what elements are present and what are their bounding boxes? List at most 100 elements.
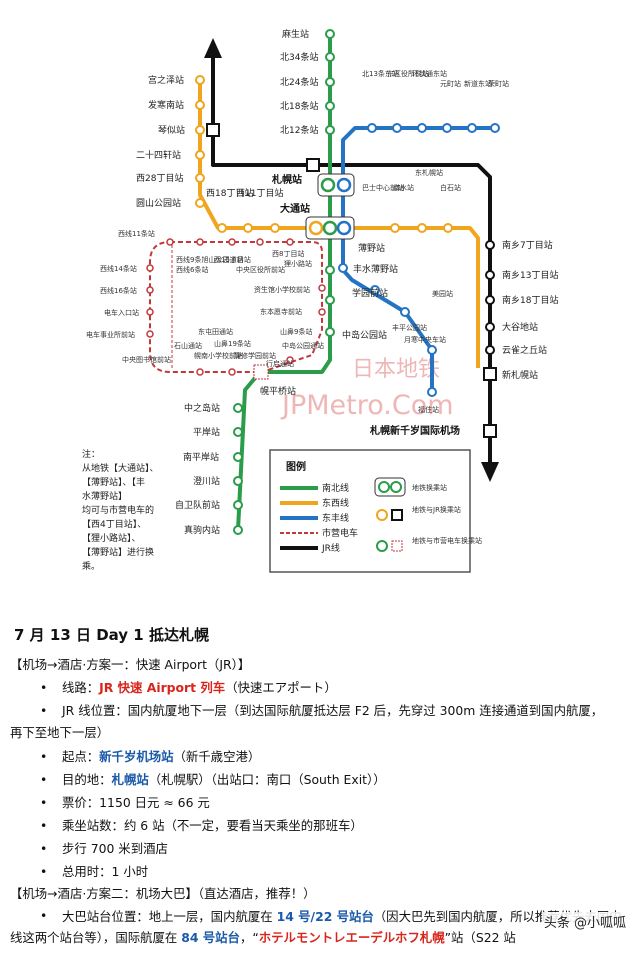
- bus-stop-line: 大巴站台位置：地上一层，国内航厦在 14 号/22 号站台（因大巴先到国内航厦，…: [10, 909, 622, 945]
- svg-text:自卫队前站: 自卫队前站: [175, 499, 220, 511]
- svg-text:北34条站: 北34条站: [280, 51, 318, 63]
- author-credit: 头条 @小呱呱: [541, 912, 628, 931]
- toho-labels: 北13条东站 东区役所前站 环状通东站 元町站 新道东站 荣町站 巴士中心前站 …: [352, 69, 509, 414]
- namboku-stations: [233, 29, 335, 535]
- day-title: 7 月 13 日 Day 1 抵达札幌: [14, 626, 209, 644]
- svg-text:平岸站: 平岸站: [193, 426, 220, 438]
- route-line: 线路：JR 快速 Airport 列车（快速エアポート）: [62, 680, 337, 695]
- svg-text:注：: 注：: [82, 448, 100, 460]
- namboku-labels: 麻生站 北34条站 北24条站 北18条站 北12条站 中之岛站 平岸站 南平岸…: [175, 28, 387, 536]
- svg-text:东屯田通站: 东屯田通站: [198, 327, 233, 336]
- svg-text:札幌新千岁国际机场: 札幌新千岁国际机场: [369, 424, 460, 437]
- svg-text:白石站: 白石站: [440, 183, 461, 192]
- svg-text:中央区役所前站: 中央区役所前站: [236, 265, 285, 274]
- svg-text:市营电车: 市营电车: [322, 527, 358, 539]
- svg-text:北18条站: 北18条站: [280, 100, 318, 112]
- bullet: •: [40, 772, 48, 787]
- svg-text:宫之泽站: 宫之泽站: [148, 74, 184, 86]
- jr-location-cont: 再下至地下一层）: [10, 725, 110, 740]
- svg-text:西线16条站: 西线16条站: [100, 286, 137, 295]
- svg-text:元町站: 元町站: [440, 79, 461, 88]
- svg-text:薄野站: 薄野站: [358, 242, 385, 254]
- svg-text:发寒南站: 发寒南站: [148, 99, 184, 111]
- svg-text:大通站: 大通站: [280, 202, 310, 215]
- svg-text:新道东站: 新道东站: [464, 79, 492, 88]
- bullet: •: [40, 864, 48, 879]
- svg-text:【西4丁目站】、: 【西4丁目站】、: [82, 518, 146, 530]
- svg-text:从地铁【大通站】、: 从地铁【大通站】、: [82, 462, 159, 474]
- svg-text:中之岛站: 中之岛站: [184, 402, 220, 414]
- bullet: •: [40, 841, 48, 856]
- bullet: •: [40, 749, 48, 764]
- svg-text:荣町站: 荣町站: [488, 79, 509, 88]
- svg-text:琴似站: 琴似站: [158, 124, 185, 136]
- svg-text:资生馆小学校前站: 资生馆小学校前站: [254, 285, 310, 294]
- jr-arrow-north: [204, 38, 222, 58]
- svg-text:地铁与市营电车换乘站: 地铁与市营电车换乘站: [412, 536, 482, 545]
- svg-text:石山通站: 石山通站: [174, 341, 202, 350]
- watermark-en: JPMetro.Com: [280, 390, 454, 421]
- svg-text:学园前站: 学园前站: [352, 287, 388, 299]
- svg-text:北24条站: 北24条站: [280, 76, 318, 88]
- toho-line: [341, 126, 495, 392]
- svg-text:福住站: 福住站: [418, 405, 439, 414]
- svg-text:南乡13丁目站: 南乡13丁目站: [502, 269, 558, 281]
- svg-text:巴士中心前站: 巴士中心前站: [362, 183, 404, 192]
- svg-text:东西线: 东西线: [322, 497, 349, 509]
- bullet: •: [40, 795, 48, 810]
- svg-text:电车入口站: 电车入口站: [104, 308, 139, 317]
- bullet: •: [40, 818, 48, 833]
- jr-labels: 南乡7丁目站 南乡13丁目站 南乡18丁目站 大谷地站 云雀之丘站 新札幌站 札…: [369, 239, 558, 437]
- svg-text:西线14条站: 西线14条站: [100, 264, 137, 273]
- jr-location: JR 线位置：国内航厦地下一层（到达国际航厦抵达层 F2 后，先穿过 300m …: [62, 703, 604, 718]
- svg-text:大谷地站: 大谷地站: [502, 321, 538, 333]
- svg-text:西8丁目站: 西8丁目站: [272, 249, 304, 258]
- svg-text:西线9条旭山公园通站: 西线9条旭山公园通站: [176, 255, 243, 264]
- namboku-line: [236, 34, 332, 531]
- svg-text:西线11条站: 西线11条站: [118, 229, 155, 238]
- toho-stations: [338, 123, 500, 397]
- svg-text:均可与市营电车的: 均可与市营电车的: [82, 504, 154, 516]
- svg-text:月寒中央车站: 月寒中央车站: [404, 335, 446, 344]
- destination-line: 目的地：札幌站（札幌駅）（出站口：南口（South Exit））: [62, 772, 386, 787]
- svg-text:西18丁目站: 西18丁目站: [206, 187, 253, 199]
- svg-text:云雀之丘站: 云雀之丘站: [502, 344, 547, 356]
- fare-line: 票价：1150 日元 ≈ 66 元: [62, 795, 210, 810]
- svg-text:山鼻9条站: 山鼻9条站: [280, 327, 312, 336]
- svg-text:幌平桥站: 幌平桥站: [260, 385, 296, 397]
- svg-text:北12条站: 北12条站: [280, 124, 318, 136]
- itinerary-text: 7 月 13 日 Day 1 抵达札幌 【机场→酒店·方案一：快速 Airpor…: [0, 612, 640, 960]
- svg-text:环状通东站: 环状通东站: [412, 69, 447, 78]
- origin-line: 起点：新千岁机场站（新千歳空港）: [62, 749, 261, 764]
- svg-text:南乡7丁目站: 南乡7丁目站: [502, 239, 553, 251]
- svg-text:行启通站: 行启通站: [266, 359, 294, 368]
- tozai-labels: 宫之泽站 发寒南站 琴似站 二十四轩站 西28丁目站 圆山公园站 西18丁目站 …: [136, 74, 385, 254]
- svg-text:澄川站: 澄川站: [193, 475, 220, 487]
- map-legend: 图例 南北线 东西线 东丰线 市营电车 JR线 地铁换乘站 地铁与JR换乘站 地…: [269, 449, 482, 573]
- svg-text:丰平公园站: 丰平公园站: [392, 323, 427, 332]
- svg-text:南平岸站: 南平岸站: [183, 451, 219, 463]
- watermark-cn: 日本地铁: [352, 357, 440, 382]
- svg-text:美园站: 美园站: [432, 289, 453, 298]
- svg-text:【薄野站】、【丰: 【薄野站】、【丰: [82, 476, 145, 488]
- tram-loop: [149, 241, 323, 373]
- plan2-heading: 【机场→酒店·方案二：机场大巴】（直达酒店，推荐！）: [10, 886, 316, 901]
- jr-arrow-south: [481, 462, 499, 482]
- svg-text:东区役所前站: 东区役所前站: [387, 69, 429, 78]
- svg-text:新札幌站: 新札幌站: [502, 369, 538, 381]
- svg-text:西线6条站: 西线6条站: [176, 265, 208, 274]
- transfer-markers: [206, 123, 497, 438]
- svg-text:札幌站: 札幌站: [271, 173, 302, 186]
- map-note: 注： 从地铁【大通站】、 【薄野站】、【丰 水薄野站】 均可与市营电车的 【西4…: [82, 448, 159, 572]
- svg-text:幌南小学校前站: 幌南小学校前站: [194, 351, 243, 360]
- svg-text:西28丁目站: 西28丁目站: [136, 172, 183, 184]
- svg-text:静修学园前站: 静修学园前站: [234, 351, 276, 360]
- svg-text:麻生站: 麻生站: [282, 28, 309, 40]
- tram-labels: 西线11条站 西线14条站 西线16条站 电车入口站 电车事业所前站 中央图书馆…: [86, 229, 324, 368]
- svg-text:中岛公园站: 中岛公园站: [342, 329, 387, 341]
- walk-line: 步行 700 米到酒店: [62, 841, 168, 856]
- svg-text:南水站: 南水站: [393, 183, 414, 192]
- svg-text:中央图书馆前站: 中央图书馆前站: [122, 355, 171, 364]
- svg-text:南乡18丁目站: 南乡18丁目站: [502, 294, 558, 306]
- svg-text:【薄野站】进行换: 【薄野站】进行换: [82, 546, 154, 558]
